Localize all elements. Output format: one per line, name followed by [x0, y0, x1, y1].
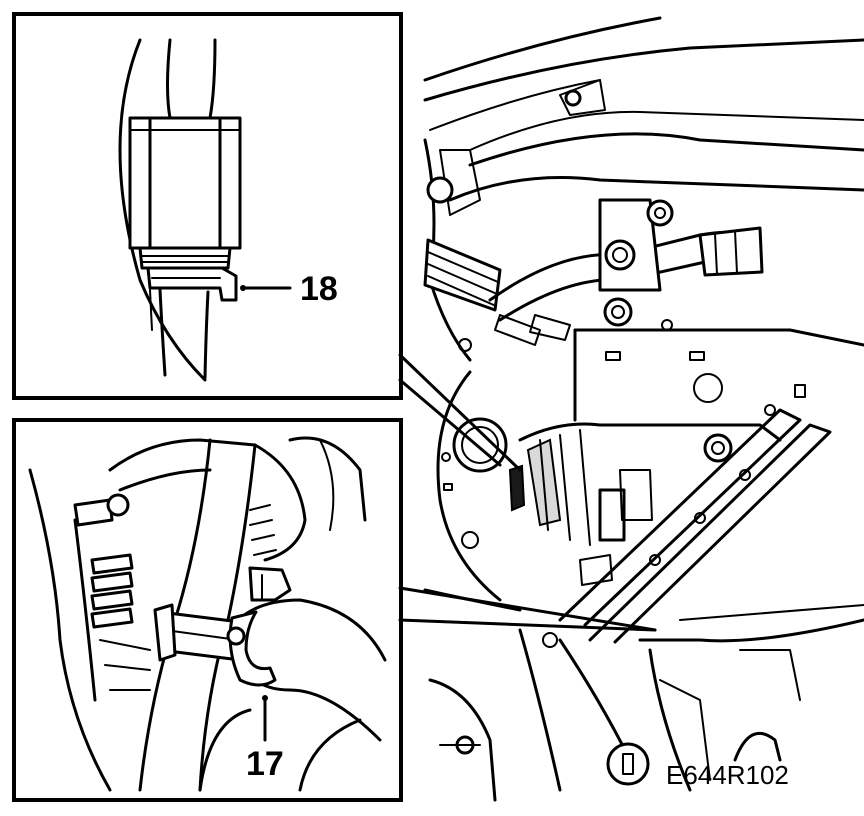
ribbed-duct [423, 238, 502, 312]
detail-inset-bottom [12, 418, 403, 802]
figure-code: E644R102 [666, 760, 789, 790]
inset-pointer-lines [398, 353, 657, 632]
callout-17: 17 [246, 745, 284, 783]
callout-18: 18 [300, 270, 338, 308]
detail-inset-top [12, 12, 403, 400]
alternator-fins [90, 553, 134, 629]
engine-bay-background [423, 16, 864, 802]
